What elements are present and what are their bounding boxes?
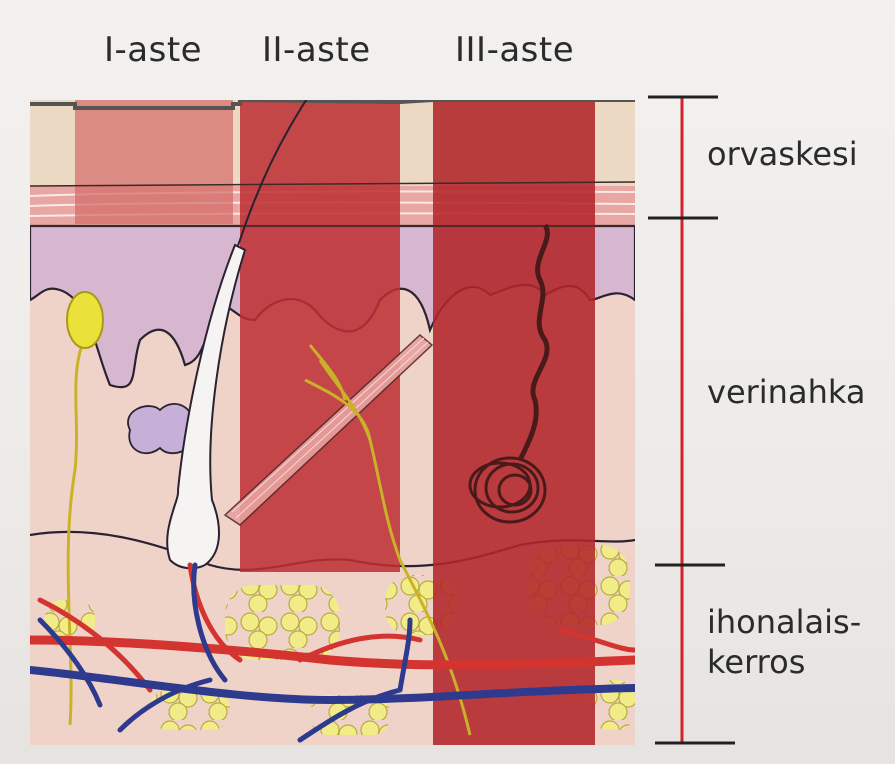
first-degree-band	[75, 100, 233, 224]
layer-label-subcutis-line1: ihonalais-	[707, 600, 861, 644]
third-degree-band	[433, 100, 595, 745]
layer-label-subcutis-line2: kerros	[707, 640, 805, 684]
layer-label-epidermis: orvaskesi	[707, 132, 858, 176]
pacinian-corpuscle	[67, 292, 103, 348]
layer-label-dermis: verinahka	[707, 370, 865, 414]
